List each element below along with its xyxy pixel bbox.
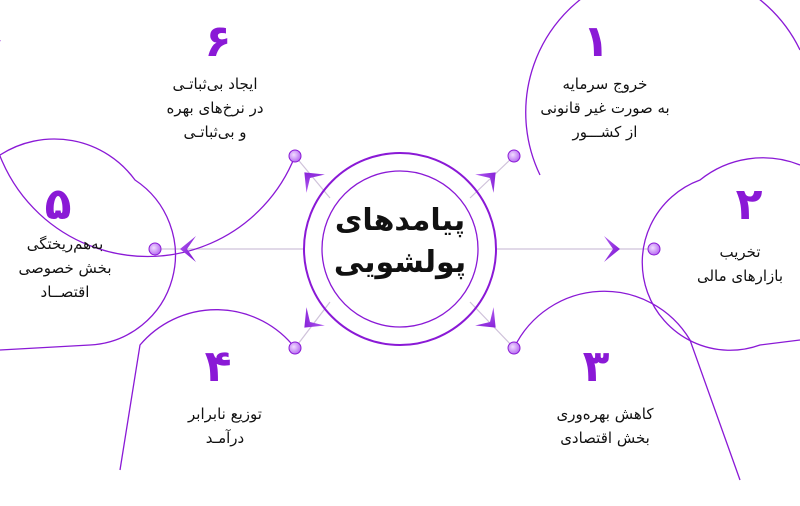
center-outer-ring [303, 152, 497, 346]
arc-item-4 [119, 309, 296, 471]
item-5-line-2: بخش خصوصی [18, 259, 112, 277]
arc-item-6 [0, 40, 296, 258]
dot-item-1 [507, 149, 521, 163]
item-1-text: خروج سرمایه به صورت غیر قانونی از کشـــو… [520, 72, 690, 144]
item-5-number: ۵ [44, 179, 72, 230]
arc-item-3 [513, 290, 741, 481]
arrow-up-right-icon [475, 172, 496, 193]
dot-item-2 [647, 242, 661, 256]
item-2-line-2: بازارهای مالی [696, 267, 784, 285]
item-1-line-1: خروج سرمایه [562, 75, 648, 93]
item-4-line-2: درآمـد [205, 429, 245, 447]
arc-item-5 [0, 138, 177, 351]
item-1-number: ۱ [582, 16, 610, 67]
item-2-text: تخریب بازارهای مالی [680, 240, 800, 288]
arrow-left-icon [180, 236, 196, 262]
item-3-text: کاهش بهره‌وری بخش اقتصادی [530, 402, 680, 450]
connector-dots [148, 149, 661, 355]
item-5-line-1: به‌هم‌ریختگی [26, 235, 104, 253]
item-1-line-3: از کشـــور [572, 123, 638, 141]
arc-item-2 [641, 157, 800, 351]
arrow-down-right-icon [475, 307, 496, 328]
item-6-line-1: ایجاد بی‌ثباتـی [172, 75, 258, 93]
item-4-text: توزیع نابرابر درآمـد [150, 402, 300, 450]
item-5-line-3: اقتصــاد [40, 283, 90, 301]
item-3-line-1: کاهش بهره‌وری [556, 405, 654, 423]
chevron-arrows [180, 172, 620, 328]
arrow-down-left-icon [304, 307, 325, 328]
item-3-number: ۳ [582, 341, 610, 392]
center-inner-ring [321, 170, 479, 328]
item-6-number: ۶ [204, 16, 232, 67]
center-title-line1: پیامدهای [334, 203, 466, 238]
item-6-text: ایجاد بی‌ثباتـی در نرخ‌های بهره و بی‌ثبا… [130, 72, 300, 144]
item-6-line-2: در نرخ‌های بهره [166, 99, 264, 117]
dot-item-4 [288, 341, 302, 355]
arc-item-1 [525, 0, 800, 176]
item-4-line-1: توزیع نابرابر [188, 405, 262, 423]
item-6-line-3: و بی‌ثباتـی [183, 123, 247, 141]
dot-item-5 [148, 242, 162, 256]
dot-item-6 [288, 149, 302, 163]
item-3-line-2: بخش اقتصادی [560, 429, 650, 447]
item-1-line-2: به صورت غیر قانونی [540, 99, 670, 117]
center-title-line2: پولشویی [333, 245, 467, 280]
center-title: پیامدهای پولشویی [320, 200, 480, 284]
outer-arcs [0, 0, 800, 481]
arrow-right-icon [604, 236, 620, 262]
arrow-up-left-icon [304, 172, 325, 193]
item-4-number: ۴ [204, 341, 232, 392]
dot-item-3 [507, 341, 521, 355]
item-2-number: ۲ [735, 179, 763, 230]
item-5-text: به‌هم‌ریختگی بخش خصوصی اقتصــاد [0, 232, 130, 304]
item-2-line-1: تخریب [719, 243, 761, 261]
